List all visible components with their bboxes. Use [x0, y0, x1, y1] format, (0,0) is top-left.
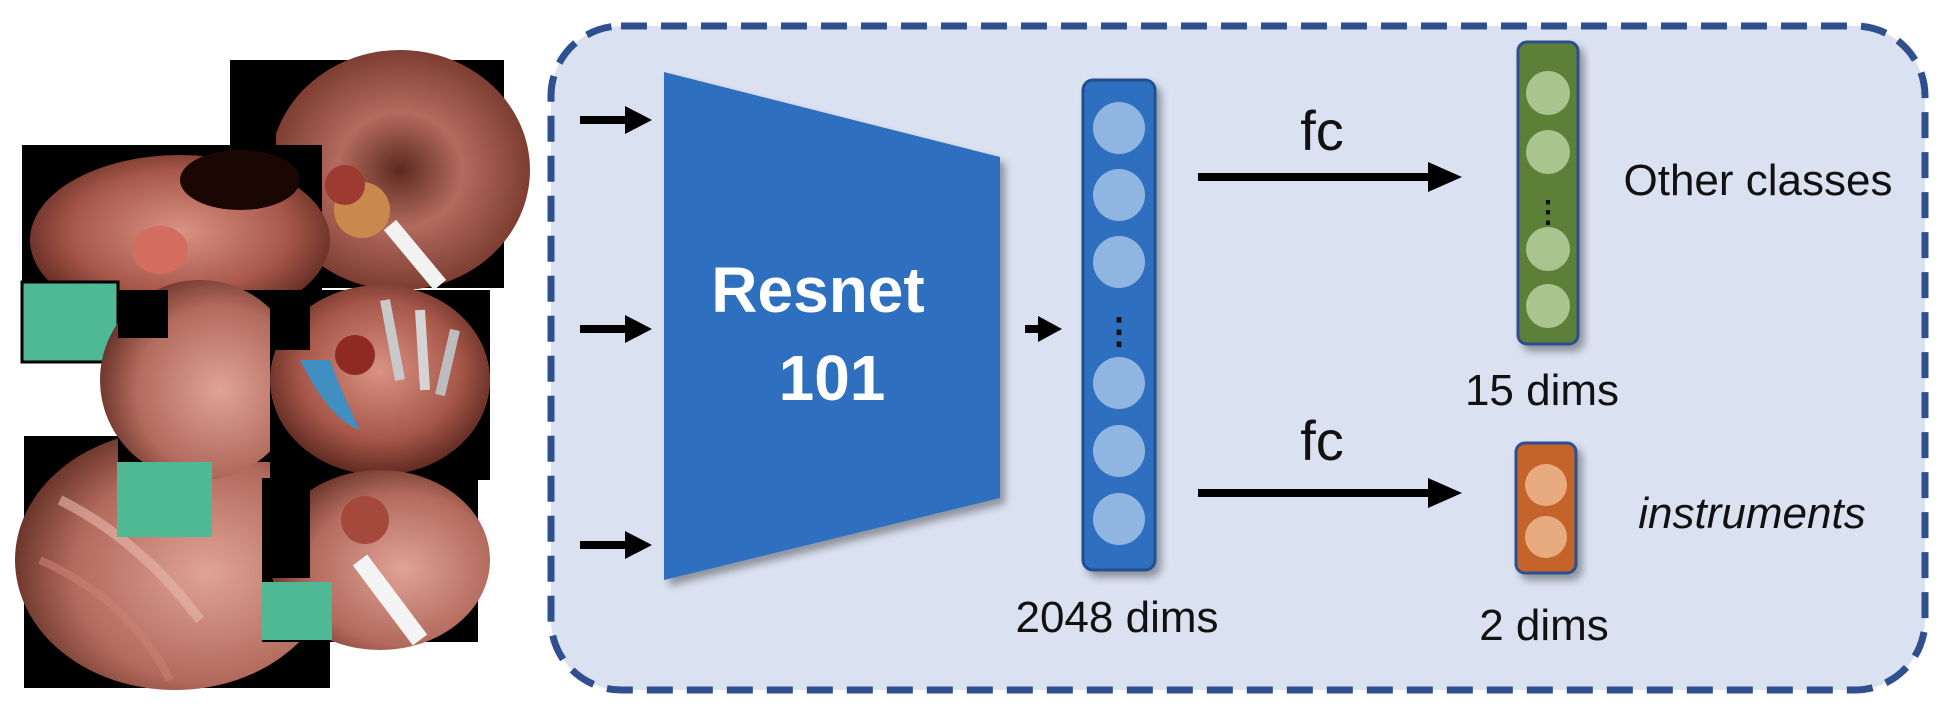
instruments-label: instruments: [1638, 489, 1865, 538]
feature-dims-label: 2048 dims: [1015, 593, 1218, 642]
endoscopy-collage: [15, 50, 530, 690]
feature-node: [1093, 169, 1145, 221]
endoscopy-image-6: [262, 470, 490, 650]
fc-label-bottom: fc: [1300, 409, 1344, 472]
output-vector-classes: ⋮: [1516, 40, 1580, 346]
class-ellipsis: ⋮: [1533, 196, 1563, 229]
resnet-label-line1: Resnet: [711, 254, 924, 326]
endoscopy-image-4: [100, 280, 300, 537]
feature-node: [1093, 357, 1145, 409]
instrument-node: [1525, 516, 1567, 558]
endoscopy-image-3: [20, 145, 330, 364]
resnet-label-line2: 101: [779, 342, 886, 414]
feature-node: [1093, 236, 1145, 288]
fc-label-top: fc: [1300, 99, 1344, 162]
class-node: [1526, 284, 1570, 328]
instruments-dims-label: 2 dims: [1479, 601, 1609, 650]
feature-vector: ⋮: [1081, 78, 1157, 572]
input-arrows: [580, 106, 652, 559]
feature-arrow: [1025, 316, 1062, 342]
class-node: [1526, 227, 1570, 271]
other-classes-label: Other classes: [1624, 156, 1893, 205]
class-node: [1526, 130, 1570, 174]
feature-node: [1093, 425, 1145, 477]
feature-node: [1093, 102, 1145, 154]
resnet-block: Resnet 101: [664, 72, 1000, 580]
output-vector-instruments: [1514, 441, 1578, 575]
instrument-node: [1525, 464, 1567, 506]
feature-node: [1093, 493, 1145, 545]
fc-arrow-bottom: [1198, 478, 1462, 508]
class-node: [1526, 71, 1570, 115]
classes-dims-label: 15 dims: [1465, 366, 1619, 415]
feature-ellipsis: ⋮: [1101, 310, 1137, 351]
endoscopy-image-5: [270, 285, 490, 480]
fc-arrow-top: [1198, 162, 1462, 192]
